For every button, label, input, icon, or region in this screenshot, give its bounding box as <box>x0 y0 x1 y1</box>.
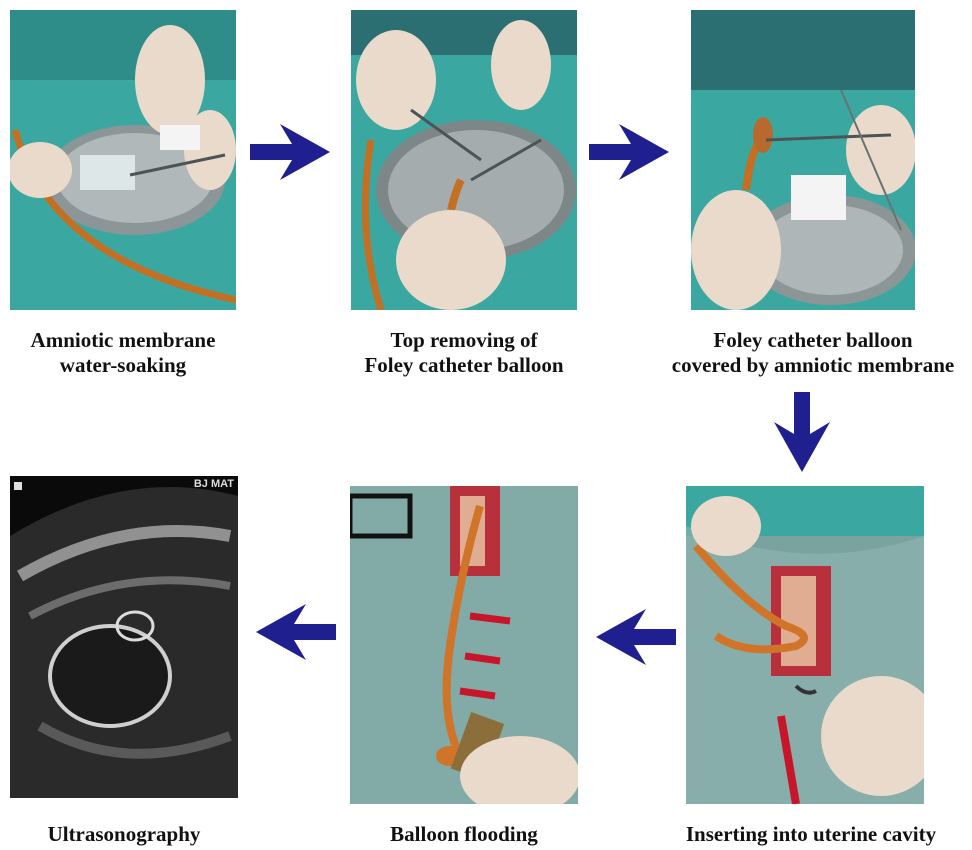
arrow-right-icon <box>246 120 334 184</box>
caption-line: Amniotic membrane <box>0 328 246 353</box>
balloon-flooding-photo <box>350 486 578 804</box>
caption-line: Inserting into uterine cavity <box>660 822 962 847</box>
balloon-top-removal-photo <box>351 10 577 310</box>
uterine-insertion-photo <box>686 486 924 804</box>
caption-step-2: Top removing of Foley catheter balloon <box>331 328 597 378</box>
membrane-covered-balloon-photo <box>691 10 915 310</box>
arrow-right-icon <box>585 120 673 184</box>
caption-line: water-soaking <box>0 353 246 378</box>
caption-line: Ultrasonography <box>14 822 234 847</box>
caption-step-4: Inserting into uterine cavity <box>660 822 962 847</box>
ultrasound-overlay-text: BJ MAT <box>194 478 234 490</box>
arrow-left-icon <box>252 600 340 664</box>
caption-step-6: Ultrasonography <box>14 822 234 847</box>
caption-line: Foley catheter balloon <box>660 328 966 353</box>
amniotic-membrane-soaking-photo <box>10 10 236 310</box>
arrow-down-icon <box>770 390 834 476</box>
caption-step-5: Balloon flooding <box>364 822 564 847</box>
caption-line: Foley catheter balloon <box>331 353 597 378</box>
arrow-left-icon <box>592 605 680 669</box>
caption-step-1: Amniotic membrane water-soaking <box>0 328 246 378</box>
caption-step-3: Foley catheter balloon covered by amniot… <box>660 328 966 378</box>
caption-line: covered by amniotic membrane <box>660 353 966 378</box>
ultrasonography-photo: BJ MAT <box>10 476 238 798</box>
caption-line: Top removing of <box>331 328 597 353</box>
caption-line: Balloon flooding <box>364 822 564 847</box>
